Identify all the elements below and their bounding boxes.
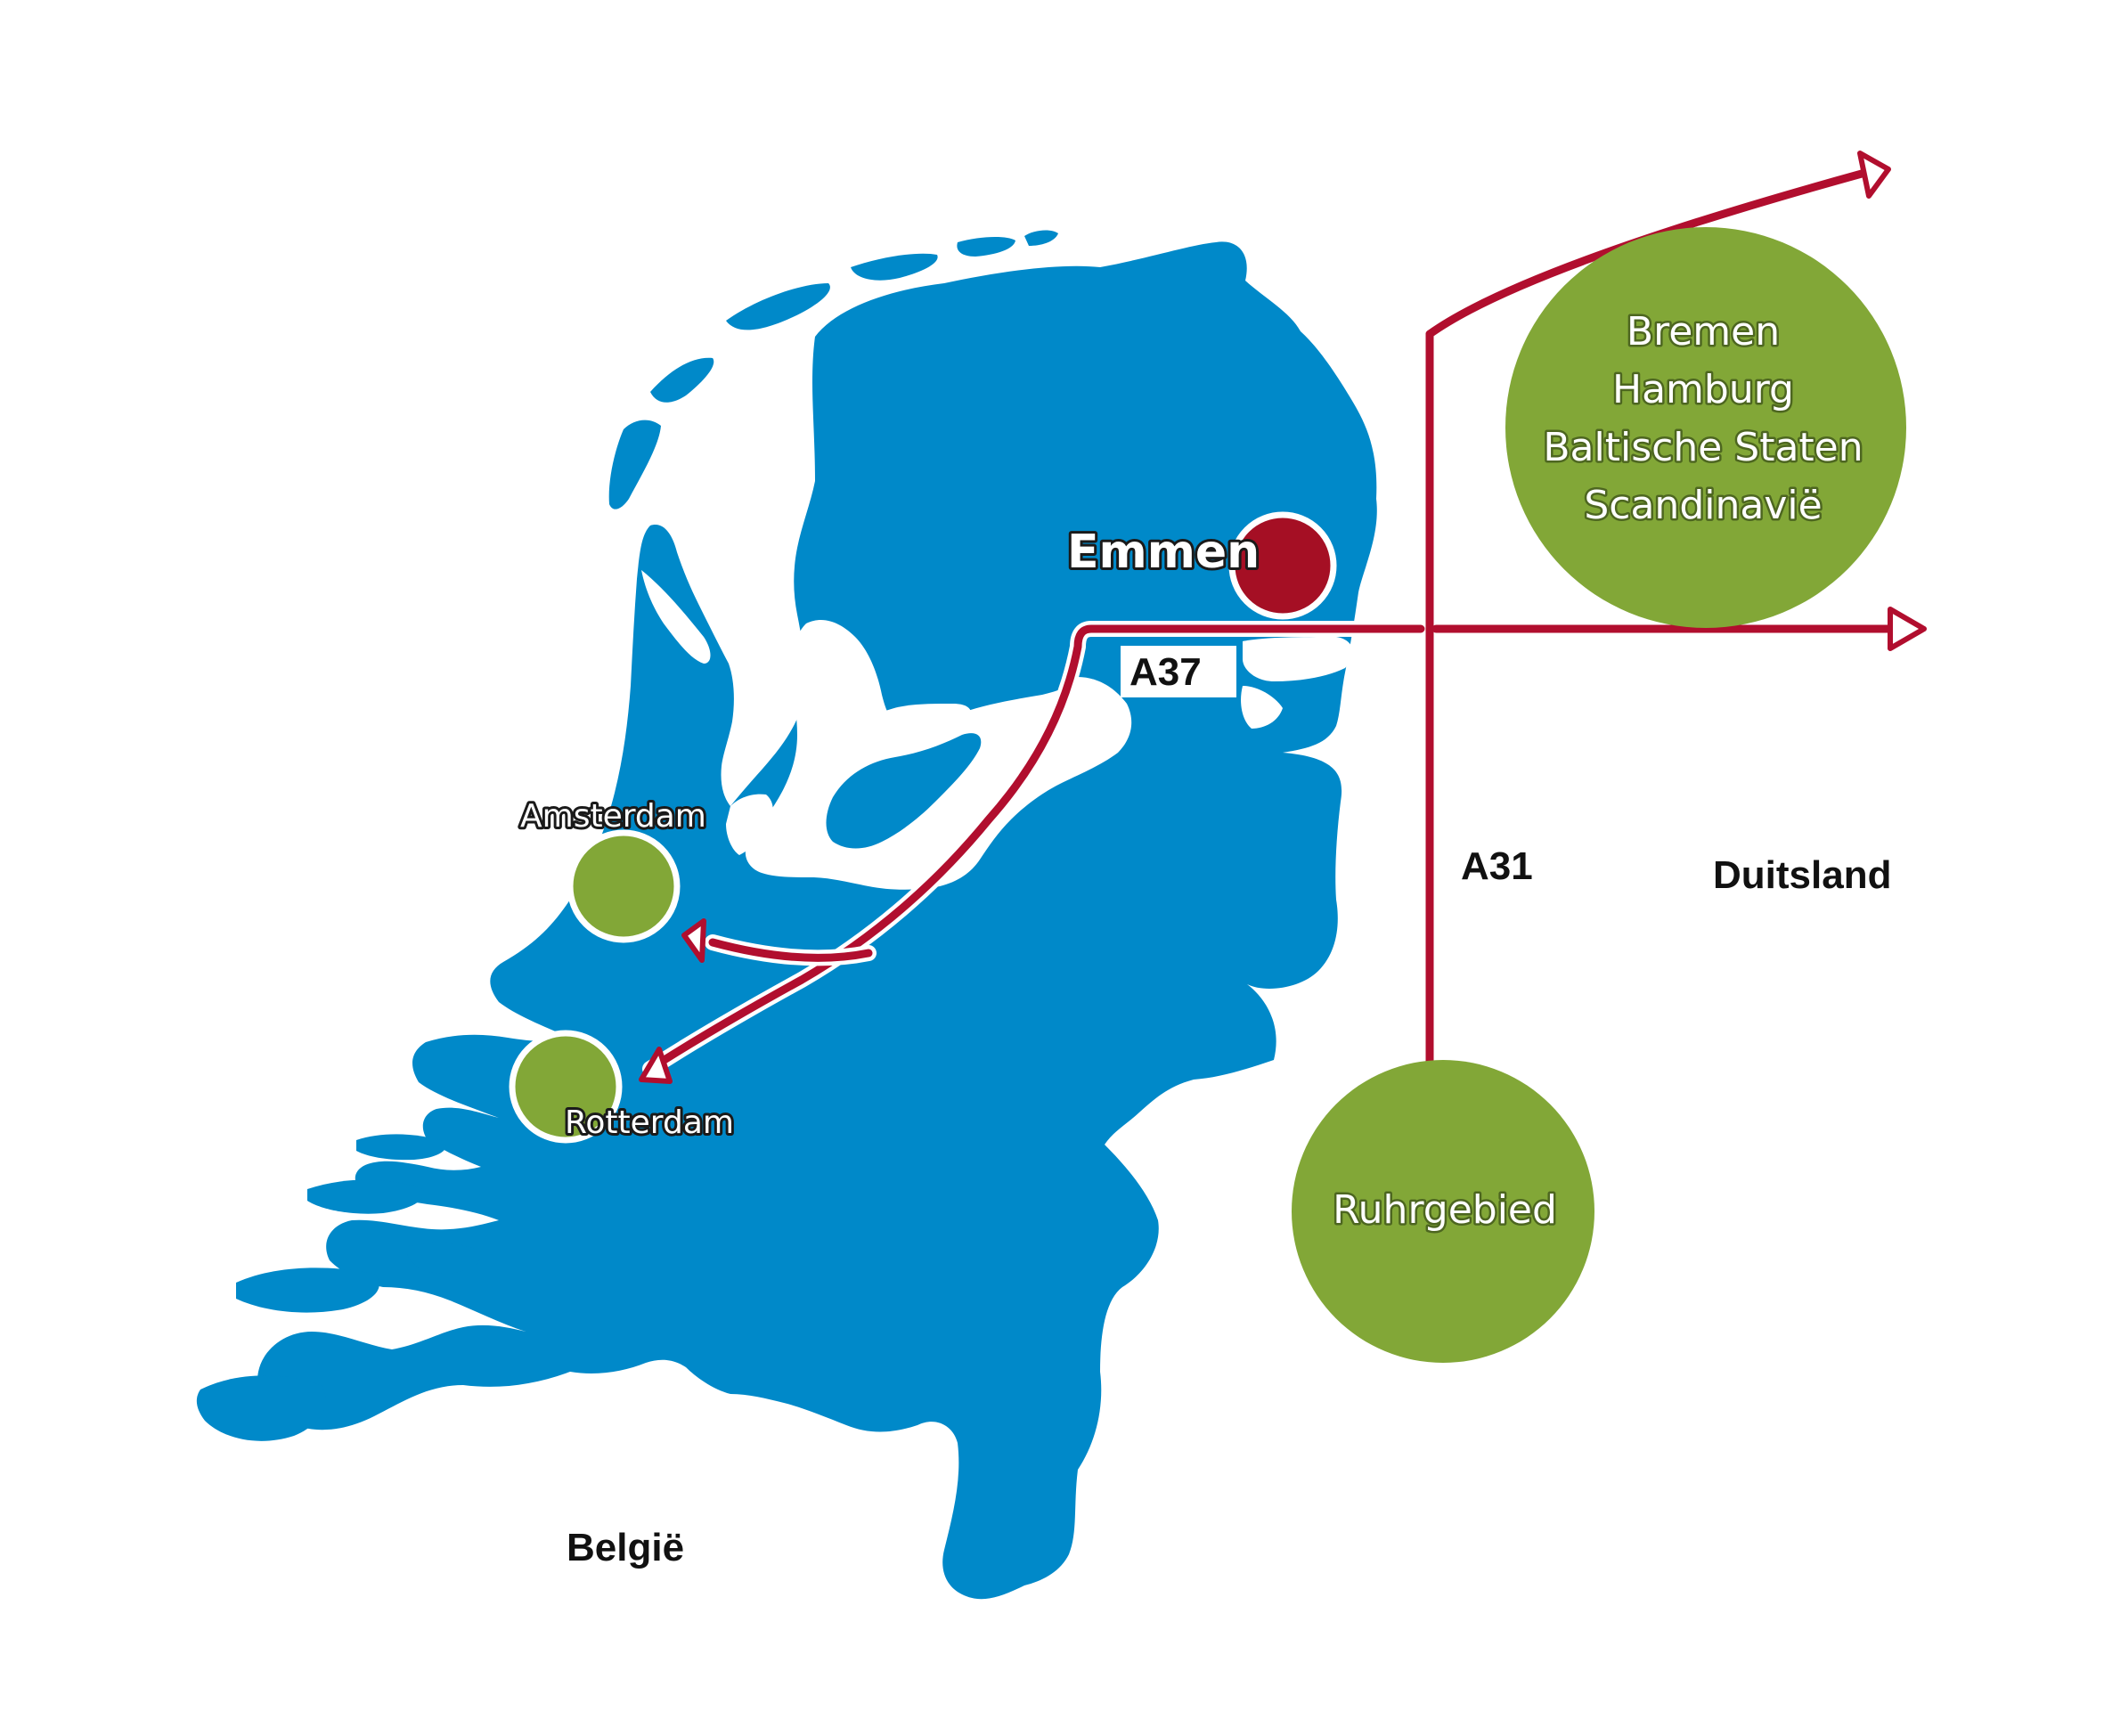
destination-circle-north	[1505, 227, 1906, 628]
flevoland	[826, 733, 982, 849]
destination-baltische-staten: Baltische Staten	[1543, 425, 1863, 470]
wadden-islands	[608, 230, 1058, 509]
route-arrow	[681, 918, 706, 963]
city-marker-emmen	[1228, 511, 1337, 620]
island-tholen	[405, 1243, 482, 1274]
belgie-label: België	[567, 1526, 684, 1569]
island-voorne	[356, 1134, 446, 1161]
destination-ruhrgebied: Ruhrgebied	[1333, 1187, 1557, 1233]
destination-bremen: Bremen	[1627, 309, 1780, 355]
netherlands-land	[257, 241, 1377, 1600]
routes	[642, 169, 1897, 1109]
island-texel	[608, 420, 661, 509]
island-ameland	[851, 253, 938, 281]
a37-route	[646, 624, 1425, 1073]
island-schouwen	[236, 1267, 379, 1313]
city-marker	[509, 1030, 623, 1144]
amsterdam-label: Amsterdam	[520, 798, 706, 835]
markermeer	[726, 794, 773, 855]
a37-label: A37	[1129, 650, 1202, 694]
a31-label: A31	[1461, 844, 1533, 888]
island-vlieland	[650, 357, 714, 403]
duitsland-label: Duitsland	[1713, 853, 1891, 897]
destination-circle-ruhr	[1292, 1060, 1594, 1363]
city-marker	[567, 829, 681, 943]
rotterdam-label: Rotterdam	[565, 1104, 734, 1141]
destination-scandinavie: Scandinavië	[1584, 483, 1822, 528]
emmen-label: Emmen	[1067, 526, 1260, 579]
north-sea-canal	[641, 570, 711, 664]
a37-label-box	[1121, 646, 1236, 697]
wadden-inlet	[1241, 686, 1283, 729]
labels: Emmen Amsterdam Rotterdam A37 A31 Duitsl…	[518, 307, 1891, 1570]
island-walcheren	[196, 1375, 326, 1441]
amsterdam-branch	[708, 938, 873, 962]
route-arrow	[1857, 151, 1891, 199]
route-arrow	[1888, 607, 1927, 651]
flevoland-cut	[880, 704, 971, 739]
zuiderzee-east	[1243, 637, 1353, 681]
route-arrow	[639, 1047, 673, 1084]
destination-markers	[509, 227, 1906, 1363]
island-goeree	[307, 1179, 424, 1214]
north-route	[1425, 169, 1866, 338]
destination-hamburg: Hamburg	[1612, 367, 1794, 412]
island-schiermonnikoog	[957, 237, 1015, 257]
island-rottumeroog	[1024, 230, 1058, 246]
delta-islands	[196, 1134, 482, 1441]
island-terschelling	[726, 283, 830, 330]
